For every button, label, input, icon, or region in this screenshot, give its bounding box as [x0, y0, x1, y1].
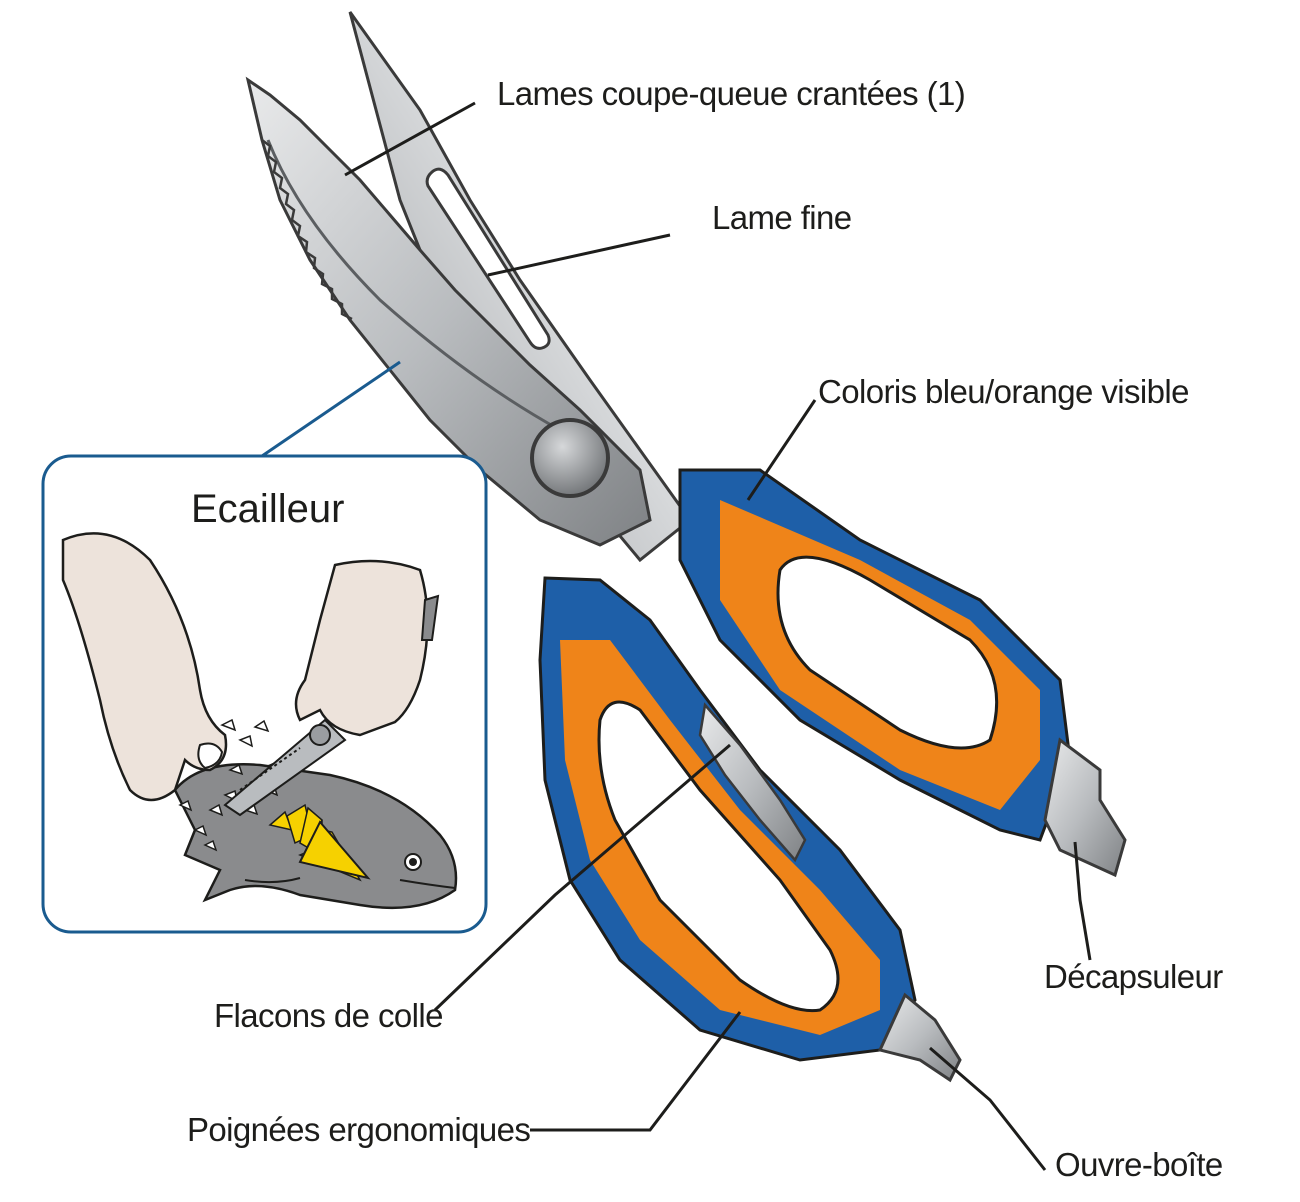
- hand-icon: [61, 532, 228, 802]
- labels: Lames coupe-queue crantées (1) Lame fine…: [187, 75, 1224, 1183]
- can-opener-tip: [877, 992, 962, 1083]
- serrations: [261, 139, 353, 321]
- hand-with-scissors-icon: [223, 559, 440, 817]
- leader-lines: [261, 101, 1092, 1171]
- left-handle-hole: [597, 700, 840, 1013]
- bottle-opener-tip: [1043, 737, 1127, 878]
- right-handle-hole: [776, 555, 999, 750]
- blade-slot: [425, 167, 551, 350]
- label-serrated-blades: Lames coupe-queue crantées (1): [497, 75, 965, 112]
- blade-edge-line: [266, 139, 561, 432]
- label-bottle-opener: Décapsuleur: [1044, 958, 1223, 995]
- left-handle: [538, 576, 962, 1083]
- pivot-screw: [530, 418, 610, 498]
- scissors-illustration: [245, 11, 1127, 1083]
- inset-connector: [261, 360, 401, 458]
- label-fine-blade: Lame fine: [712, 199, 852, 236]
- label-colors: Coloris bleu/orange visible: [818, 373, 1189, 410]
- label-glue-bottles: Flacons de colle: [214, 997, 443, 1034]
- right-handle: [678, 468, 1127, 878]
- inner-serrated-grip: [698, 702, 807, 863]
- direction-arrow-icon: [268, 803, 371, 882]
- label-can-opener: Ouvre-boîte: [1055, 1146, 1223, 1183]
- scaler-inset: Ecailleur: [41, 454, 488, 934]
- inset-title: Ecailleur: [191, 487, 344, 531]
- label-ergonomic-handles: Poignées ergonomiques: [187, 1111, 530, 1148]
